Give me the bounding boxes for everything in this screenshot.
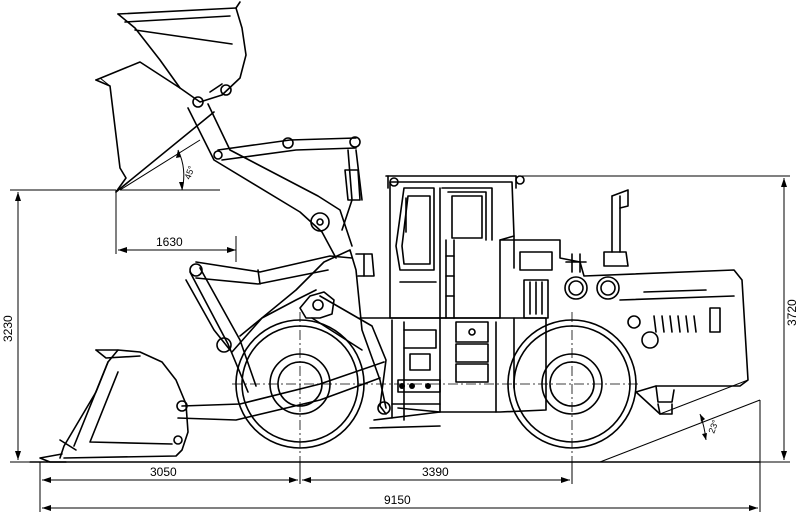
departure-angle-label: 23° [706,418,720,435]
center-frame [359,317,441,429]
raised-boom [115,103,363,259]
wheelbase-label: 3390 [422,465,449,479]
overall-length-label: 9150 [384,493,411,507]
extension-lines [10,139,790,512]
axle-centerlines [232,312,640,462]
dimension-lines [15,149,787,511]
dump-angle-label: 45° [182,164,196,181]
lowered-linkage [177,255,385,421]
operator-cab [385,175,525,319]
dump-clearance-label: 3230 [1,315,15,342]
front-frame [239,249,391,415]
rear-frame [439,317,661,415]
bucket-reach-label: 3050 [150,465,177,479]
lowered-bucket [39,349,189,463]
dimension-labels: 3050 3390 9150 1630 3230 3720 45° 23° [1,164,799,507]
engine-hood [499,189,749,415]
dump-reach-label: 1630 [156,235,183,249]
raised-bucket [95,1,247,193]
overall-height-label: 3720 [785,299,799,326]
